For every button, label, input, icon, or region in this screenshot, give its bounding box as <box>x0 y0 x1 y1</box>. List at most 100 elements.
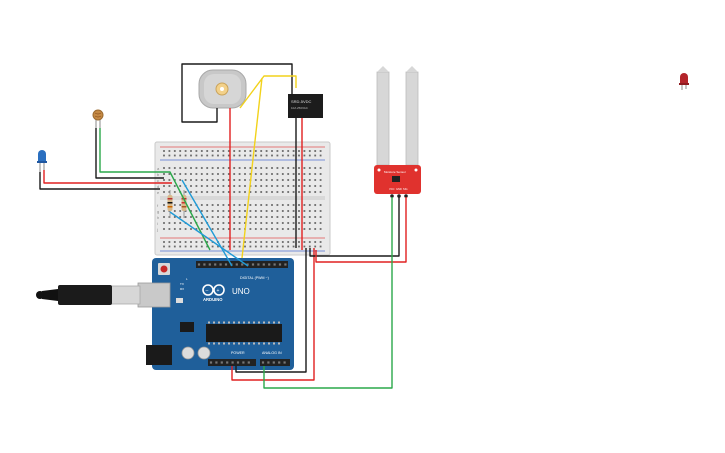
hole <box>238 321 240 324</box>
relay-sub-label: 10A 250VAC <box>291 106 309 110</box>
hole <box>206 179 209 181</box>
hole <box>258 321 260 324</box>
led-blue[interactable] <box>37 150 47 172</box>
hole <box>227 179 230 181</box>
hole <box>271 185 273 187</box>
hole <box>168 245 171 248</box>
hole <box>190 204 192 206</box>
hole <box>222 167 225 169</box>
hole <box>222 179 225 181</box>
hole <box>217 154 219 157</box>
hole <box>238 241 241 243</box>
hole <box>206 241 209 243</box>
hole <box>281 185 284 187</box>
hole <box>163 185 165 187</box>
hole <box>281 210 284 212</box>
hole <box>276 222 279 224</box>
arduino-uno-board[interactable]: – + ARDUINO UNO DIGITAL (PWM ~) POWER AN… <box>137 258 294 370</box>
hole <box>276 210 279 212</box>
hole <box>258 342 260 345</box>
hole <box>238 191 241 193</box>
hole <box>244 154 246 157</box>
hole <box>195 191 198 193</box>
resistor-2[interactable] <box>181 190 187 218</box>
hole <box>303 222 306 224</box>
hole <box>303 179 306 181</box>
hole <box>233 342 235 345</box>
hole <box>173 245 176 248</box>
hole <box>261 361 265 364</box>
soil-moisture-sensor[interactable]: Moisture Sensor VCC GND SIG <box>374 66 421 198</box>
svg-text:+: + <box>217 288 220 294</box>
hole <box>173 173 176 175</box>
hole <box>190 150 192 152</box>
hole <box>179 241 182 243</box>
hole <box>249 222 252 224</box>
hole <box>163 173 165 175</box>
hole <box>200 191 203 193</box>
hole <box>217 191 219 193</box>
hole <box>184 228 187 230</box>
dc-motor[interactable] <box>198 69 247 109</box>
hole <box>303 185 306 187</box>
hole <box>249 210 252 212</box>
hole <box>249 216 252 218</box>
hole <box>319 185 322 187</box>
relay[interactable]: SRD-5VDC 10A 250VAC <box>288 94 323 118</box>
hole <box>179 222 182 224</box>
led-red[interactable] <box>679 73 689 90</box>
hole <box>298 191 300 193</box>
hole <box>227 228 230 230</box>
photoresistor[interactable] <box>92 109 104 128</box>
hole <box>190 241 192 243</box>
hole <box>314 167 317 169</box>
hole <box>217 167 219 169</box>
hole <box>271 204 273 206</box>
hole <box>244 210 246 212</box>
hole <box>281 191 284 193</box>
hole <box>319 204 322 206</box>
hole <box>173 191 176 193</box>
hole <box>173 216 176 218</box>
hole <box>238 173 241 175</box>
moisture-sensor-label: Moisture Sensor <box>384 170 406 174</box>
hole <box>208 263 211 266</box>
hole <box>271 150 273 152</box>
hole <box>168 179 171 181</box>
hole <box>276 216 279 218</box>
resistor-1[interactable] <box>167 190 173 218</box>
hole <box>254 179 257 181</box>
hole <box>184 245 187 248</box>
hole <box>233 216 236 218</box>
hole <box>308 154 311 157</box>
hole <box>233 222 236 224</box>
row-letter: d <box>157 184 159 189</box>
hole <box>265 173 268 175</box>
hole <box>276 154 279 157</box>
hole <box>292 185 295 187</box>
hole <box>200 150 203 152</box>
hole <box>298 216 300 218</box>
hole <box>222 173 225 175</box>
hole <box>319 222 322 224</box>
hole <box>184 173 187 175</box>
hole <box>195 245 198 248</box>
hole <box>254 241 257 243</box>
hole <box>271 191 273 193</box>
hole <box>265 245 268 248</box>
hole <box>218 321 220 324</box>
hole <box>179 150 182 152</box>
hole <box>319 173 322 175</box>
hole <box>195 241 198 243</box>
hole <box>265 185 268 187</box>
hole <box>190 245 192 248</box>
hole <box>314 185 317 187</box>
hole <box>308 204 311 206</box>
hole <box>173 167 176 169</box>
breadboard[interactable]: a b c d e f g h i j <box>154 141 331 256</box>
hole <box>184 150 187 152</box>
hole <box>179 245 182 248</box>
hole <box>242 361 245 364</box>
row-letter: a <box>157 166 160 171</box>
hole <box>260 191 263 193</box>
